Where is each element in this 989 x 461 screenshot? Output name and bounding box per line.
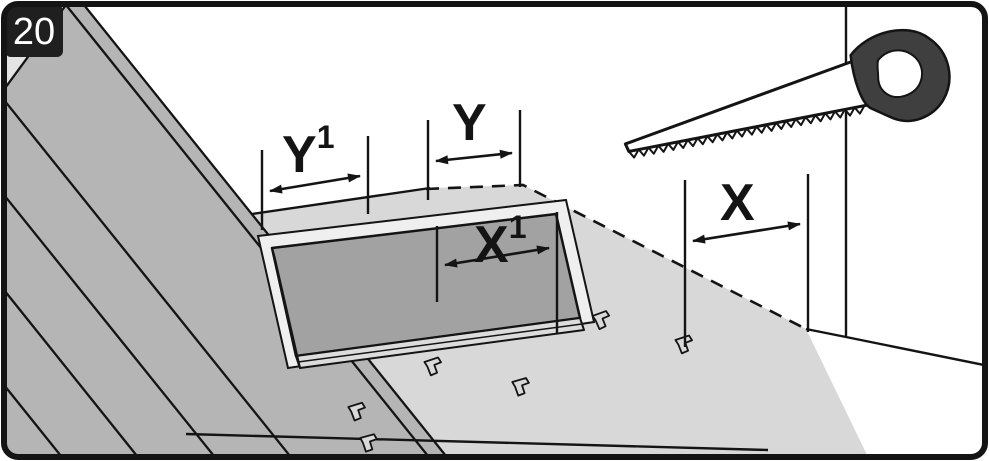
dimension-arrow	[692, 221, 801, 244]
loose-panel	[270, 212, 585, 369]
step-number-badge	[5, 5, 63, 57]
floor-front-edge-line	[185, 432, 769, 452]
dimension-x1: X1	[435, 209, 559, 334]
dimension-y: Y	[426, 94, 522, 200]
plank-seams	[5, 94, 295, 456]
dimension-arrow	[435, 149, 513, 165]
wall-corner-lines	[805, 5, 984, 368]
panel-profile-line	[297, 323, 583, 363]
dimension-arrow	[269, 173, 361, 194]
saw-handle-hole	[876, 49, 923, 98]
underlay-edge-line	[251, 186, 431, 216]
step-number: 20	[13, 11, 55, 53]
panel-profile-line	[273, 253, 299, 363]
dimension-label-y1: Y1	[282, 119, 334, 184]
plank-front-edge-line	[65, 5, 433, 456]
dimension-label-x1: X1	[474, 209, 526, 274]
expansion-gap-dashed-line	[425, 183, 807, 331]
dimension-arrow	[444, 245, 550, 268]
saw-teeth	[628, 105, 866, 159]
dimension-y1: Y1	[260, 119, 370, 230]
dimension-label-x: X	[720, 174, 755, 232]
dimension-x: X	[683, 174, 810, 347]
dimension-label-y: Y	[452, 94, 487, 152]
handsaw-icon	[623, 28, 951, 159]
